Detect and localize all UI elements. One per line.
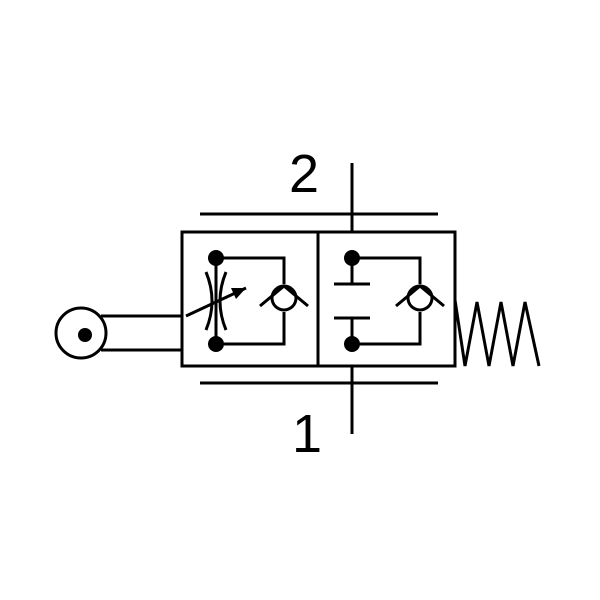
valve-right-box <box>316 230 457 368</box>
roller-center-dot <box>78 328 92 342</box>
port-1-label: 1 <box>292 404 322 464</box>
port-2-label: 2 <box>289 144 319 204</box>
throttle-check-circuit <box>185 250 309 352</box>
throttle-arc-left <box>204 271 214 331</box>
right-check-ball-icon <box>406 284 434 312</box>
roller-lever-icon <box>54 306 182 360</box>
adjustable-arrowhead <box>231 288 246 299</box>
left-check-ball-icon <box>270 284 298 312</box>
right-check-branch <box>352 256 422 284</box>
spring-icon <box>453 299 541 367</box>
blocked-check-circuit <box>334 250 445 352</box>
right-check-seat <box>395 284 445 308</box>
roller-outer-circle <box>54 306 108 360</box>
left-check-seat <box>259 284 309 308</box>
left-check-branch <box>216 256 286 284</box>
